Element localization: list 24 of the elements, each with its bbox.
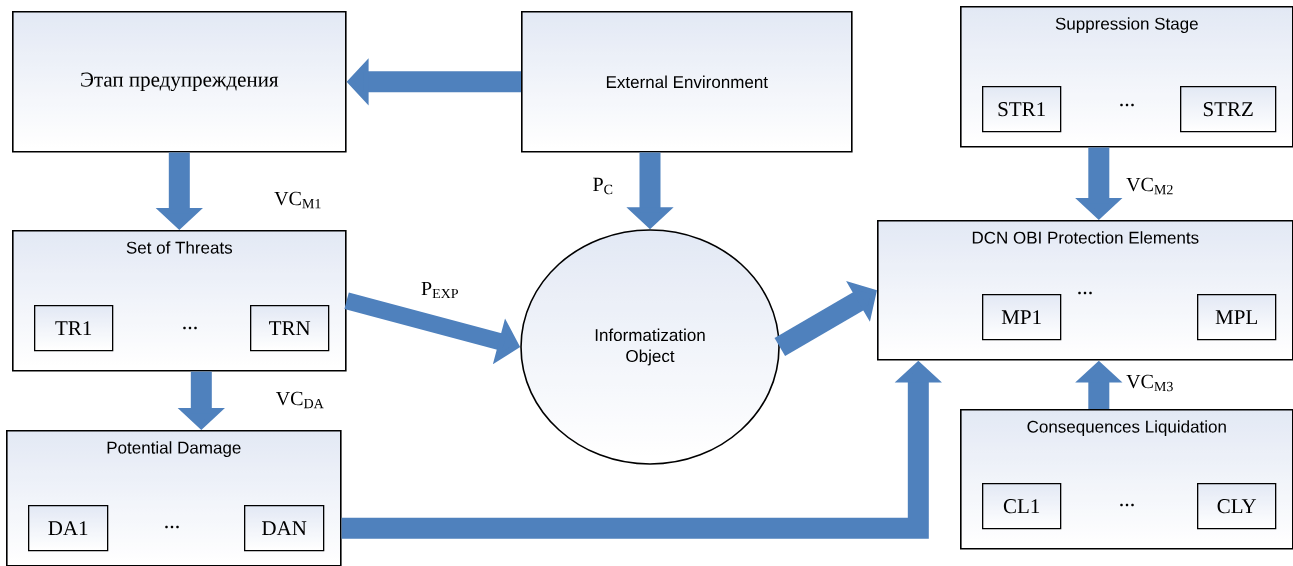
block-arrow <box>774 280 877 357</box>
ellipsis-label: ... <box>183 326 197 330</box>
edge-label: P$_{EXP}$ <box>421 281 458 299</box>
item-box: STRZ <box>1180 86 1277 133</box>
item-box: TR1 <box>34 305 114 352</box>
process-box: External Environment <box>521 11 853 153</box>
item-box: DAN <box>244 505 325 552</box>
edge-label: VC$_{M2}$ <box>1126 177 1173 195</box>
ellipsis-label: ... <box>1078 291 1092 295</box>
item-box: STR1 <box>982 86 1062 133</box>
ellipsis-label: ... <box>1120 503 1134 507</box>
edge-label: VC$_{M1}$ <box>274 191 321 209</box>
edge-label: VC$_{M3}$ <box>1126 374 1173 392</box>
ellipsis-label: ... <box>165 525 179 529</box>
item-box: MPL <box>1197 294 1277 341</box>
edge-label: P$_{C}$ <box>593 177 613 195</box>
process-box: Этап предупреждения <box>12 11 347 153</box>
item-box: TRN <box>250 305 330 352</box>
ellipsis-label: ... <box>1120 103 1134 107</box>
item-box: DA1 <box>28 505 109 552</box>
item-box: CL1 <box>982 483 1062 530</box>
edge-label: VC$_{DA}$ <box>275 391 324 409</box>
item-box: MP1 <box>982 294 1062 341</box>
item-box: CLY <box>1197 483 1277 530</box>
